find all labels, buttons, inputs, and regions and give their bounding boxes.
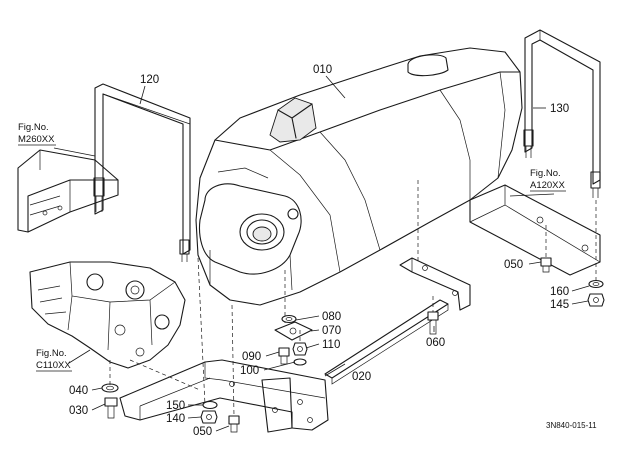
part-060-bolt [427, 311, 439, 335]
label-100: 100 [240, 365, 259, 377]
label-090: 090 [242, 351, 261, 363]
label-050-lower: 050 [193, 426, 212, 438]
frame-bracket-a120 [469, 184, 601, 276]
label-080: 080 [322, 311, 341, 323]
part-090-bolt [278, 347, 290, 365]
part-040-washer [101, 383, 119, 393]
label-010: 010 [313, 64, 332, 76]
fig-ref-m260-line2: M260XX [18, 134, 55, 145]
drawing-code: 3N840-015-11 [546, 421, 597, 430]
fig-ref-m260-line1: Fig.No. [18, 122, 49, 133]
assembly-center-lines [109, 180, 597, 417]
label-110: 110 [322, 339, 340, 351]
part-050-bolt-upper [540, 257, 552, 273]
label-145: 145 [550, 299, 569, 311]
label-030: 030 [69, 405, 88, 417]
part-120-strap-left [93, 83, 191, 262]
fig-ref-a120-line1: Fig.No. [530, 168, 561, 179]
part-100-washer [293, 358, 307, 366]
label-070: 070 [322, 325, 341, 337]
label-130: 130 [550, 103, 569, 115]
fig-ref-a120-line2: A120XX [530, 180, 566, 191]
label-060: 060 [426, 337, 445, 349]
figure-ref-c110: Fig.No. C110XX [36, 348, 72, 372]
label-050-upper: 050 [504, 259, 523, 271]
label-040: 040 [69, 385, 88, 397]
label-150: 150 [166, 400, 185, 412]
part-140-nut [200, 410, 218, 424]
fig-ref-c110-line2: C110XX [36, 360, 71, 371]
part-020-tank-support [119, 257, 471, 433]
label-140: 140 [166, 413, 185, 425]
transmission-housing-c110 [29, 261, 201, 391]
figure-ref-m260: Fig.No. M260XX [18, 122, 56, 146]
part-110-nut [292, 342, 308, 356]
leader-lines [53, 75, 590, 432]
label-160: 160 [550, 286, 569, 298]
part-080-washer [281, 314, 297, 324]
label-020: 020 [352, 371, 371, 383]
part-050-bolt-lower [228, 415, 240, 433]
fig-ref-c110-line1: Fig.No. [36, 348, 67, 359]
part-145-nut [587, 293, 605, 307]
figure-ref-a120: Fig.No. A120XX [530, 168, 566, 192]
label-120: 120 [140, 74, 159, 86]
part-labels: 010 020 030 040 050 050 060 070 080 090 … [69, 64, 569, 438]
part-160-washer [588, 279, 604, 289]
part-030-bolt [104, 397, 118, 419]
part-010-fuel-tank [195, 47, 523, 330]
part-070-plate [274, 321, 313, 341]
part-130-strap-right [523, 29, 601, 198]
part-150-washer [202, 400, 218, 410]
